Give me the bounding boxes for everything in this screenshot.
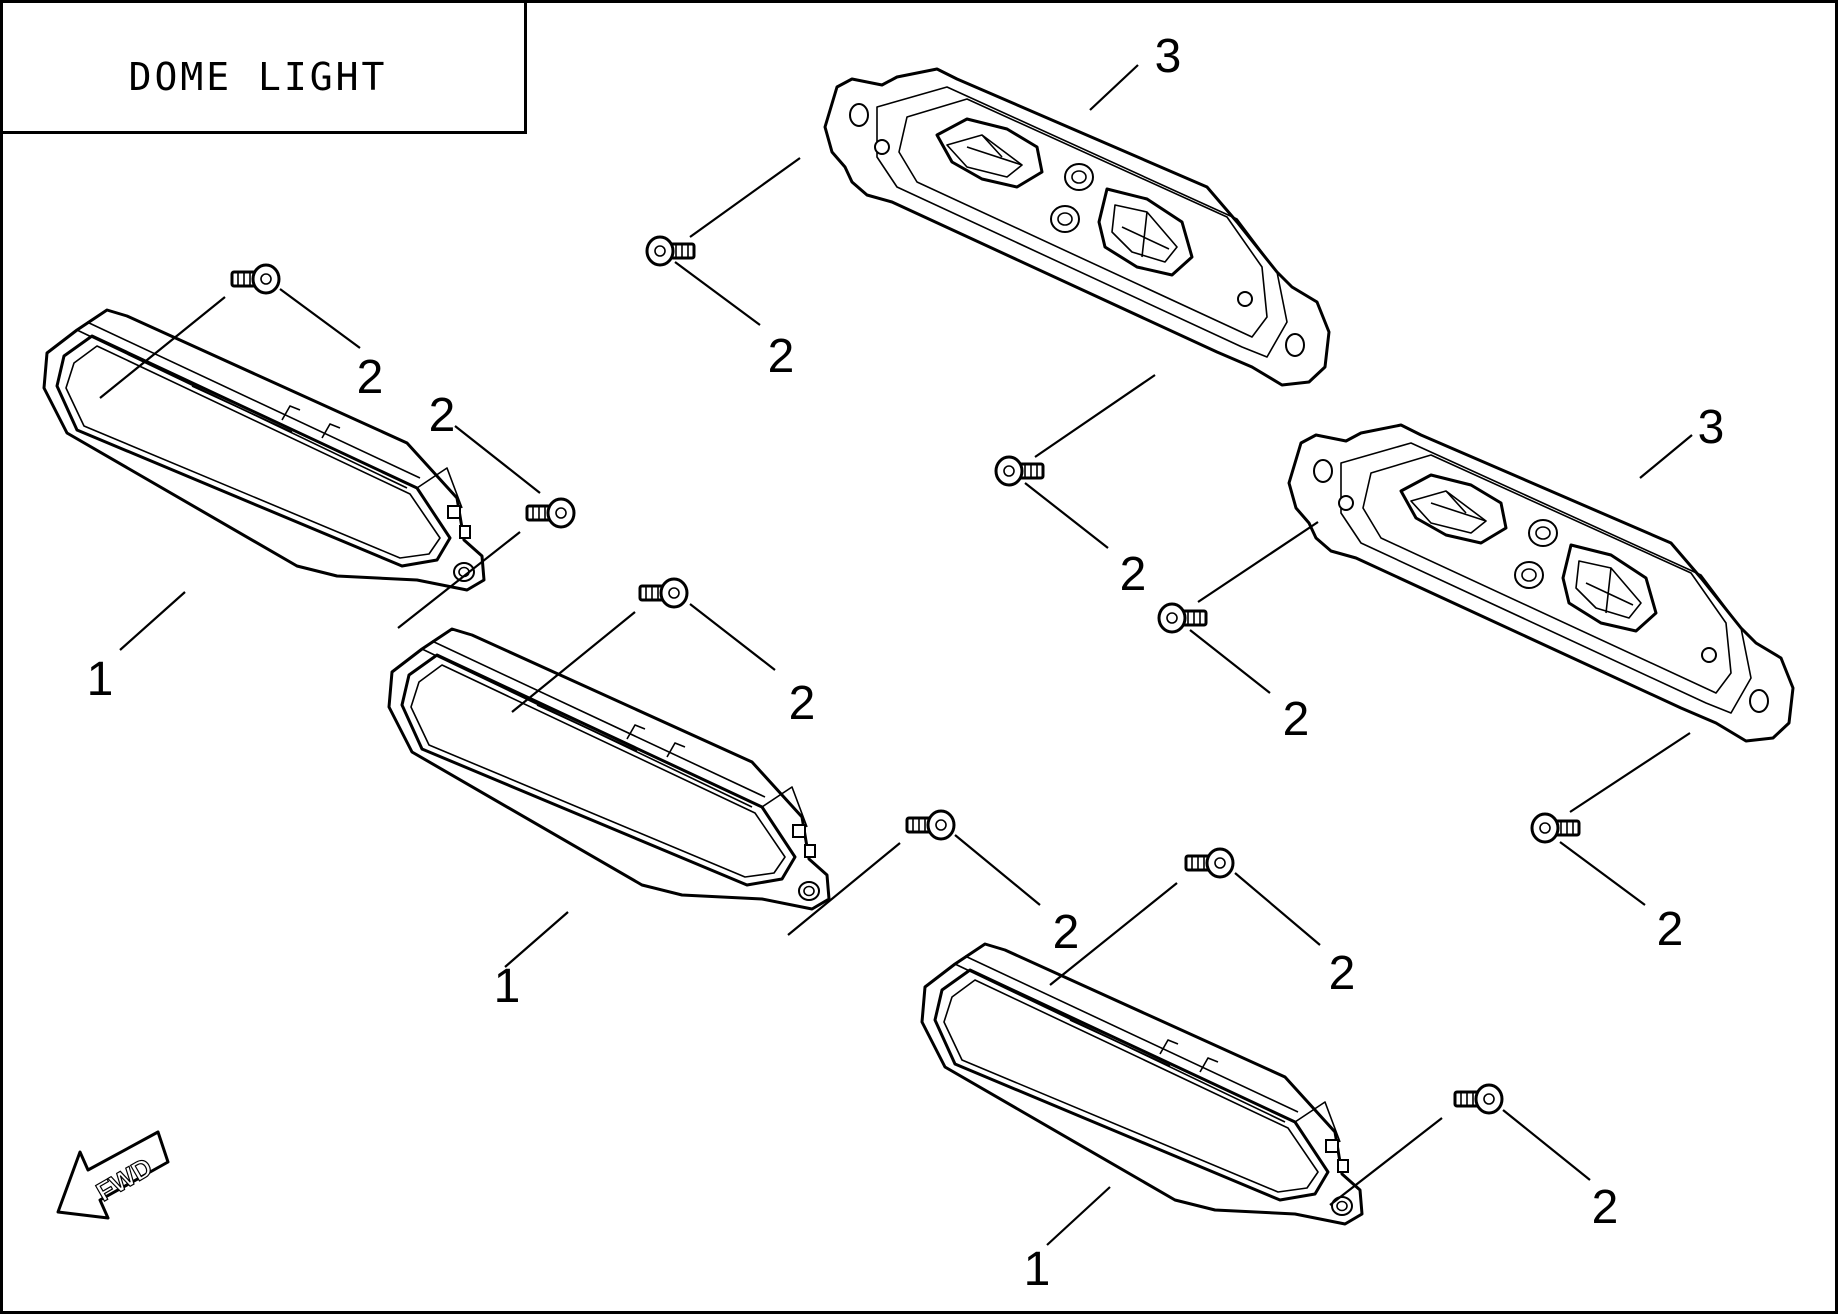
leader-lines [99, 64, 1693, 1246]
title-block: DOME LIGHT [0, 0, 527, 134]
callout-screw-b2: 2 [1053, 906, 1080, 959]
callout-screw-d2: 2 [1120, 548, 1147, 601]
page-title: DOME LIGHT [129, 55, 388, 99]
callout-bracket-a: 3 [1155, 30, 1182, 83]
callout-lamp-a: 1 [87, 653, 114, 706]
callout-screw-b1: 2 [789, 677, 816, 730]
callout-lamp-c: 1 [1024, 1243, 1051, 1296]
callout-bracket-b: 3 [1698, 401, 1725, 454]
callout-screw-e1: 2 [1283, 693, 1310, 746]
callout-lamp-b: 1 [494, 960, 521, 1013]
callout-screw-c2: 2 [1592, 1181, 1619, 1234]
callout-screw-d1: 2 [768, 330, 795, 383]
callout-screw-a2: 2 [429, 389, 456, 442]
callout-screw-c1: 2 [1329, 947, 1356, 1000]
callout-screw-a1: 2 [357, 351, 384, 404]
callout-screw-e2: 2 [1657, 903, 1684, 956]
